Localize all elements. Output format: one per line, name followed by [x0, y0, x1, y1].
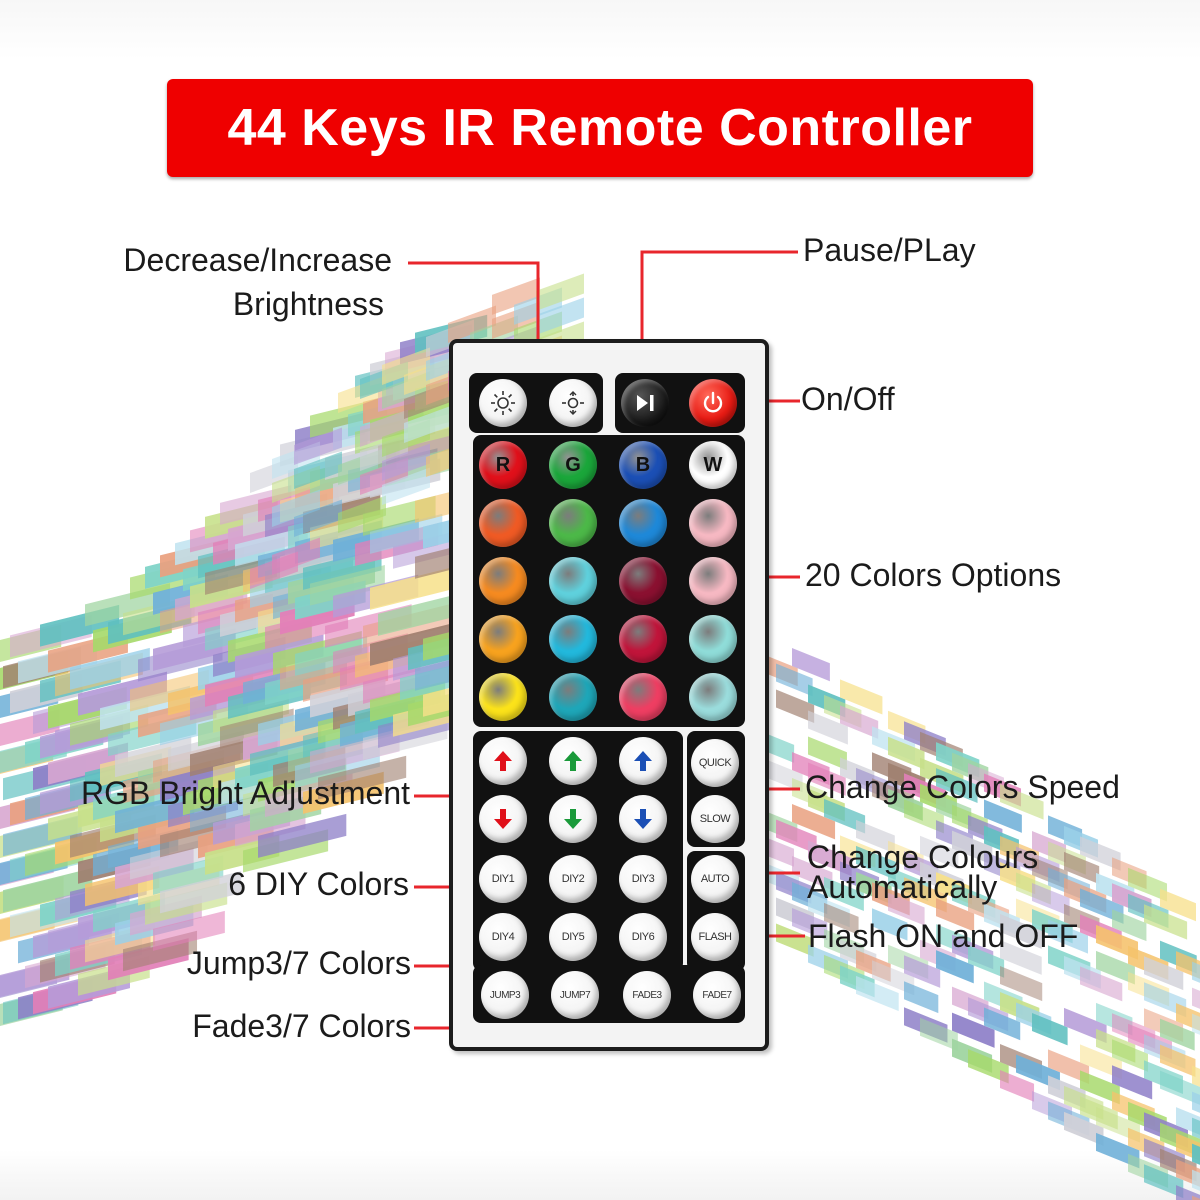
- auto-label-line2: Automatically: [807, 869, 998, 906]
- auto-button[interactable]: AUTO: [691, 855, 739, 903]
- fade7-button[interactable]: FADE7: [693, 971, 741, 1019]
- diy4-button[interactable]: DIY4: [479, 913, 527, 961]
- diy6-button[interactable]: DIY6: [619, 913, 667, 961]
- color-swatch-button[interactable]: [619, 557, 667, 605]
- play-pause-button[interactable]: [621, 379, 669, 427]
- slow-button[interactable]: SLOW: [691, 795, 739, 843]
- color-swatch-button[interactable]: [479, 557, 527, 605]
- color-swatch-button[interactable]: [479, 615, 527, 663]
- brightness-label-line1: Decrease/Increase: [123, 242, 392, 278]
- speed-label: Change Colors Speed: [805, 769, 1120, 805]
- color-r-button[interactable]: R: [479, 441, 527, 489]
- color-swatch-button[interactable]: [479, 673, 527, 721]
- callout-line-pause-play: [640, 250, 798, 368]
- callout-line-brightness: [408, 261, 540, 370]
- color-swatch-button[interactable]: [549, 499, 597, 547]
- remote-controller: R G B W QUICK SLOW AUTO FLASH DIY1 DIY2 DIY…: [449, 339, 769, 1051]
- color-swatch-button[interactable]: [619, 499, 667, 547]
- color-b-button[interactable]: B: [619, 441, 667, 489]
- quick-button[interactable]: QUICK: [691, 739, 739, 787]
- arrow-down-icon: [494, 809, 512, 829]
- flash-label: Flash ON and OFF: [808, 918, 1079, 954]
- colors-options-label: 20 Colors Options: [805, 557, 1062, 593]
- color-swatch-button[interactable]: [619, 673, 667, 721]
- brightness-label-line2: Brightness: [232, 286, 384, 323]
- blue-down-button[interactable]: [619, 795, 667, 843]
- blue-up-button[interactable]: [619, 737, 667, 785]
- fade-label: Fade3/7 Colors: [192, 1008, 411, 1044]
- diy5-button[interactable]: DIY5: [549, 913, 597, 961]
- sun-down-icon: [491, 391, 515, 415]
- color-swatch-button[interactable]: [479, 499, 527, 547]
- arrow-down-icon: [634, 809, 652, 829]
- color-swatch-button[interactable]: [689, 499, 737, 547]
- fade3-button[interactable]: FADE3: [623, 971, 671, 1019]
- green-up-button[interactable]: [549, 737, 597, 785]
- color-swatch-button[interactable]: [689, 673, 737, 721]
- page-title: 44 Keys IR Remote Controller: [227, 99, 973, 157]
- red-up-button[interactable]: [479, 737, 527, 785]
- color-swatch-button[interactable]: [549, 615, 597, 663]
- color-button-label: B: [635, 453, 651, 476]
- auto-label-line1: Change Colours: [807, 839, 1039, 875]
- color-swatch-button[interactable]: [689, 557, 737, 605]
- color-button-label: W: [703, 453, 723, 476]
- diy3-button[interactable]: DIY3: [619, 855, 667, 903]
- green-down-button[interactable]: [549, 795, 597, 843]
- diy1-button[interactable]: DIY1: [479, 855, 527, 903]
- color-button-label: G: [565, 453, 581, 476]
- jump3-button[interactable]: JUMP3: [481, 971, 529, 1019]
- color-button-label: R: [495, 453, 511, 476]
- brightness-label: Decrease/Increase Brightness: [123, 242, 392, 323]
- auto-label: Change Colours Automatically: [807, 839, 1039, 906]
- arrow-up-icon: [494, 751, 512, 771]
- color-swatch-button[interactable]: [689, 615, 737, 663]
- power-button[interactable]: [689, 379, 737, 427]
- brightness-down-button[interactable]: [479, 379, 527, 427]
- arrow-down-icon: [564, 809, 582, 829]
- sun-up-icon: [562, 391, 584, 415]
- color-g-button[interactable]: G: [549, 441, 597, 489]
- color-w-button[interactable]: W: [689, 441, 737, 489]
- diy-label: 6 DIY Colors: [228, 866, 409, 902]
- title-banner: 44 Keys IR Remote Controller: [167, 79, 1033, 177]
- diy2-button[interactable]: DIY2: [549, 855, 597, 903]
- pause-play-label: Pause/PLay: [803, 232, 976, 268]
- color-swatch-button[interactable]: [549, 673, 597, 721]
- rgb-adjust-label: RGB Bright Adjustment: [80, 775, 410, 811]
- arrow-up-icon: [634, 751, 652, 771]
- color-swatch-button[interactable]: [549, 557, 597, 605]
- red-down-button[interactable]: [479, 795, 527, 843]
- flash-button[interactable]: FLASH: [691, 913, 739, 961]
- jump-label: Jump3/7 Colors: [186, 945, 411, 981]
- arrow-up-icon: [564, 751, 582, 771]
- power-icon: [703, 391, 723, 413]
- play-pause-icon: [637, 395, 654, 411]
- jump7-button[interactable]: JUMP7: [551, 971, 599, 1019]
- color-swatch-button[interactable]: [619, 615, 667, 663]
- mosaic-tiles: [0, 273, 1200, 1200]
- on-off-label: On/Off: [801, 381, 895, 417]
- brightness-up-button[interactable]: [549, 379, 597, 427]
